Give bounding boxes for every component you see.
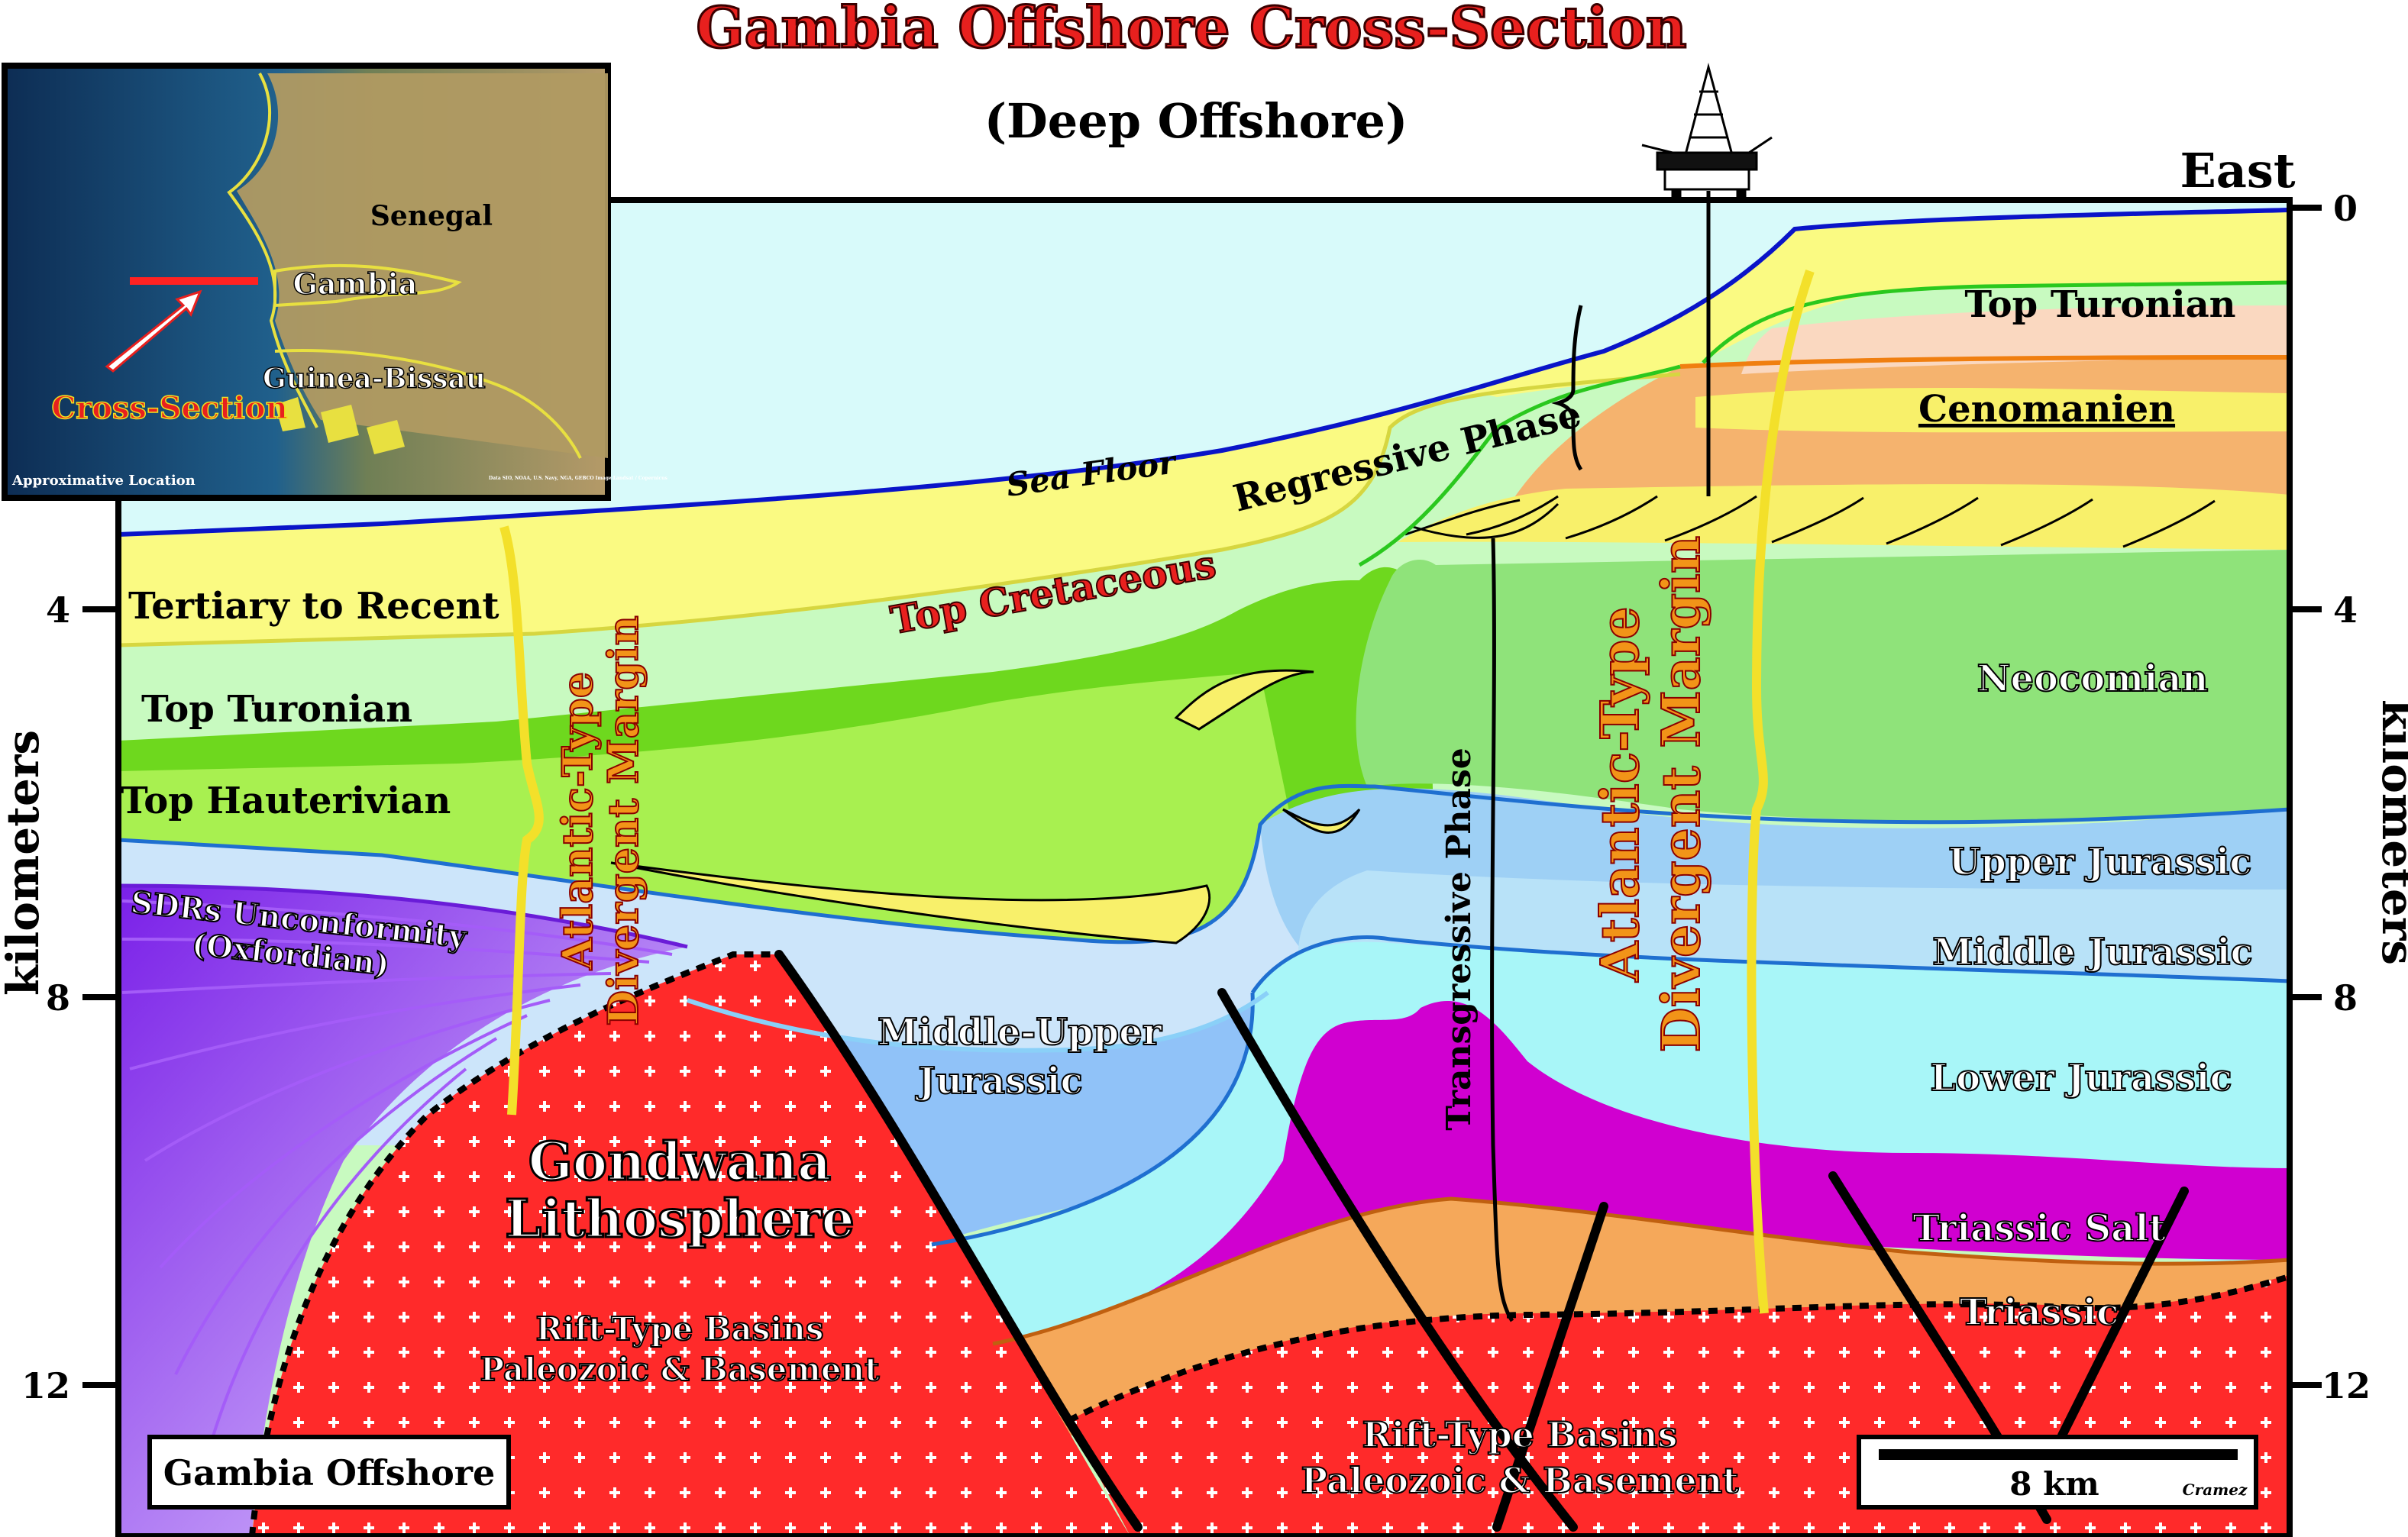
triassic-base-dashed [1068,1274,2291,1423]
atlantic-brace-left [499,525,544,1116]
label-top-hauterivian: Top Hauterivian [121,780,451,822]
axis-label-left: kilometers [0,730,49,996]
map-section-label: Cross-Section [51,390,287,426]
map-gambia: Gambia [293,266,418,301]
map-arrow [105,289,202,373]
section-frame [115,197,2293,1537]
scale-label: 8 km [2009,1465,2099,1503]
label-transgressive: Transgressive Phase [1440,748,1479,1130]
axis-label-right: kilometers [2372,699,2408,965]
label-rift-right-2: Paleozoic & Basement [1301,1460,1740,1501]
label-top-turonian-left: Top Turonian [141,688,412,731]
label-rift-left-1: Rift-Type Basins [535,1310,823,1348]
map-land [237,73,608,458]
tick-right-12: 12 [2322,1365,2371,1406]
label-rift-left-2: Paleozoic & Basement [480,1351,880,1388]
scale-bar [1879,1449,2238,1460]
atlantic-brace-right [1747,270,1815,1314]
map-coast [227,73,318,428]
map-guinea-bissau: Guinea-Bissau [263,363,486,395]
tick-left-4: 4 [46,589,70,631]
cenomanien-yellow-band [1695,388,2290,433]
tick-left-8: 8 [46,977,70,1019]
label-triassic-salt: Triassic Salt [1912,1207,2165,1250]
salt-lens [1282,808,1361,834]
location-box [147,1435,511,1510]
tick-right-4: 4 [2333,589,2358,631]
label-atlantic-right-1: Atlantic-Type [1590,606,1651,982]
depth-axis [82,205,2322,1388]
label-rift-right-1: Rift-Type Basins [1362,1414,1678,1455]
label-tertiary: Tertiary to Recent [128,585,499,628]
label-cenomanien: Cenomanien [1918,388,2175,431]
geologic-layers [118,200,2290,1536]
clinoform-lines [1404,495,2216,548]
label-atlantic-left-1: Atlantic-Type [553,672,602,970]
label-gondwana-2: Lithosphere [505,1189,854,1250]
triassic-salt-layer [993,1000,2290,1344]
diagram-subtitle: (Deep Offshore) [984,93,1408,149]
neocomian-layer [1356,550,2290,821]
tick-right-0: 0 [2333,188,2358,229]
label-upper-jurassic: Upper Jurassic [1948,841,2251,883]
slump-lens [610,861,1211,944]
drilling-rig-icon [1641,63,1773,200]
upper-slump-lens [1174,669,1314,731]
middle-jurassic-layer [1298,870,2290,981]
map-senegal: Senegal [370,200,493,232]
sdr-wedge [118,886,687,1536]
label-atlantic-right-2: Divergent Margin [1651,536,1712,1053]
map-credit: Data SIO, NOAA, U.S. Navy, NGA, GEBCO Im… [489,476,667,481]
label-middle-jurassic: Middle Jurassic [1932,931,2252,974]
author-label: Cramez [2183,1480,2248,1499]
map-islands [275,397,405,454]
basement-top-dashed [249,951,779,1537]
label-top-turonian-right: Top Turonian [1964,283,2235,326]
transgressive-bracket [1490,538,1514,1322]
scale-box [1857,1435,2258,1510]
map-note: Approximative Location [11,473,196,489]
regressive-brace [1551,305,1583,471]
label-lower-jurassic: Lower Jurassic [1930,1057,2232,1099]
tick-left-12: 12 [21,1365,70,1406]
inset-map: Senegal Gambia Guinea-Bissau Cross-Secti… [2,63,667,501]
label-gondwana-1: Gondwana [528,1132,832,1193]
map-guinea-border [274,349,582,459]
location-box-label: Gambia Offshore [163,1452,496,1493]
diagram-title: Gambia Offshore Cross-Section [696,0,1686,61]
label-atlantic-left-2: Divergent Margin [599,615,648,1025]
label-triassic: Triassic [1960,1291,2119,1334]
label-neocomian: Neocomian [1977,657,2209,700]
east-label: East [2180,143,2296,199]
label-mid-upper-2: Jurassic [915,1060,1083,1103]
label-mid-upper-1: Middle-Upper [878,1011,1162,1054]
sdr-reflectors [121,899,673,1490]
basement-horst [252,954,1130,1536]
tick-right-8: 8 [2333,977,2358,1019]
map-gambia-border [273,263,462,308]
clinoform-wedge [1398,484,2290,550]
horizon-lines [118,208,2290,1346]
